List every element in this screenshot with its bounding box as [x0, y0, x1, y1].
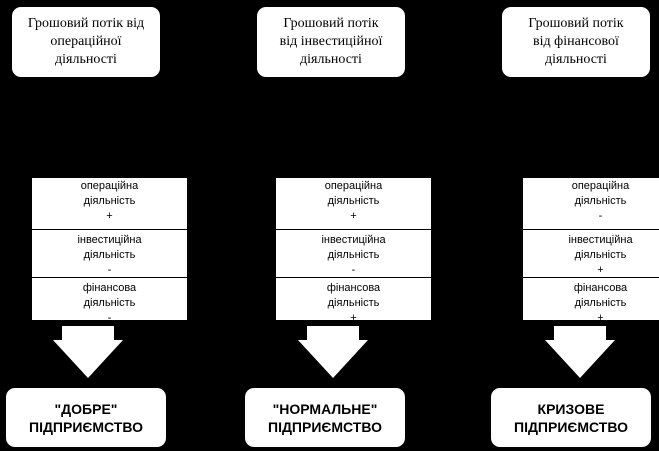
down-arrow-icon — [53, 326, 123, 378]
activity-stack-good: операційна діяльність + інвестиційна дія… — [31, 177, 188, 324]
cell-name: фінансова — [82, 282, 137, 294]
header-line: від фінансової — [533, 34, 619, 49]
header-line: від інвестиційної — [279, 34, 383, 49]
cell-name: інвестиційна — [77, 234, 142, 246]
cell-word: діяльність — [574, 297, 627, 309]
cell-word: діяльність — [83, 195, 136, 207]
cell-name: операційна — [571, 180, 630, 192]
cell-sign: + — [350, 210, 357, 222]
stack-cell-operating: операційна діяльність - — [523, 179, 659, 224]
cell-word: діяльність — [327, 195, 380, 207]
cell-word: діяльність — [574, 195, 627, 207]
stack-cell-investing: інвестиційна діяльність + — [523, 229, 659, 278]
header-line: Грошовий потік — [283, 16, 379, 31]
result-line: ПІДПРИЄМСТВО — [29, 418, 143, 435]
stack-cell-financing: фінансова діяльність - — [32, 277, 187, 326]
header-line: діяльності — [545, 52, 607, 67]
cell-sign: - — [107, 264, 112, 276]
result-line: "НОРМАЛЬНЕ" — [272, 400, 378, 417]
header-line: операційної — [50, 34, 122, 49]
header-operating-cash-flow: Грошовий потік від операційної діяльност… — [12, 7, 160, 77]
stack-cell-investing: інвестиційна діяльність - — [32, 229, 187, 278]
header-line: Грошовий потік — [528, 16, 624, 31]
header-financing-cash-flow: Грошовий потік від фінансової діяльності — [502, 7, 650, 77]
cell-sign: + — [106, 210, 113, 222]
result-line: КРИЗОВЕ — [537, 400, 605, 417]
result-line: ПІДПРИЄМСТВО — [514, 418, 628, 435]
cell-name: фінансова — [573, 282, 628, 294]
cell-name: інвестиційна — [568, 234, 633, 246]
stack-cell-operating: операційна діяльність + — [32, 179, 187, 224]
cell-sign: - — [351, 264, 356, 276]
result-good-enterprise: "ДОБРЕ" ПІДПРИЄМСТВО — [6, 388, 166, 447]
activity-stack-crisis: операційна діяльність - інвестиційна дія… — [522, 177, 659, 324]
cell-word: діяльність — [83, 249, 136, 261]
header-investing-cash-flow: Грошовий потік від інвестиційної діяльно… — [257, 7, 405, 77]
cell-word: діяльність — [83, 297, 136, 309]
cell-name: інвестиційна — [321, 234, 386, 246]
header-line: Грошовий потік від — [27, 16, 145, 31]
cell-sign: + — [597, 264, 604, 276]
cell-sign: + — [597, 312, 604, 324]
cell-name: операційна — [80, 180, 139, 192]
result-line: ПІДПРИЄМСТВО — [268, 418, 382, 435]
cell-word: діяльність — [327, 297, 380, 309]
result-crisis-enterprise: КРИЗОВЕ ПІДПРИЄМСТВО — [491, 388, 651, 447]
activity-stack-normal: операційна діяльність + інвестиційна дія… — [275, 177, 432, 324]
cell-name: фінансова — [326, 282, 381, 294]
cell-sign: + — [350, 312, 357, 324]
header-line: діяльності — [300, 52, 362, 67]
stack-cell-financing: фінансова діяльність + — [523, 277, 659, 326]
stack-cell-operating: операційна діяльність + — [276, 179, 431, 224]
down-arrow-icon — [298, 326, 368, 378]
cell-name: операційна — [324, 180, 383, 192]
stack-cell-financing: фінансова діяльність + — [276, 277, 431, 326]
result-normal-enterprise: "НОРМАЛЬНЕ" ПІДПРИЄМСТВО — [245, 388, 405, 447]
cell-sign: - — [598, 210, 603, 222]
cell-sign: - — [107, 312, 112, 324]
stack-cell-investing: інвестиційна діяльність - — [276, 229, 431, 278]
result-line: "ДОБРЕ" — [54, 400, 118, 417]
down-arrow-icon — [545, 326, 615, 378]
header-line: діяльності — [55, 52, 117, 67]
cell-word: діяльність — [327, 249, 380, 261]
cell-word: діяльність — [574, 249, 627, 261]
